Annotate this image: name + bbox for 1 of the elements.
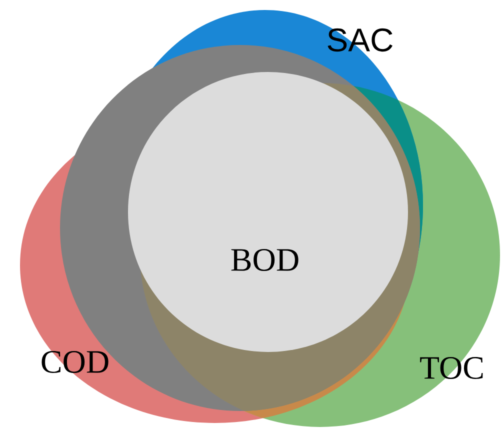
set-label: BOD	[231, 248, 298, 271]
